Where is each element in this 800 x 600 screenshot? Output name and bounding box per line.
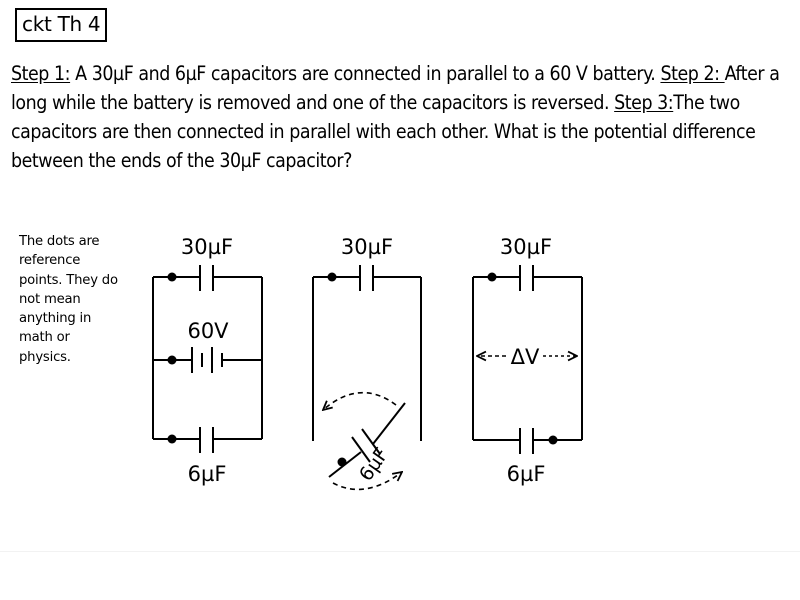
step3-top-capacitor-label: 30µF (500, 235, 552, 259)
reference-dot (327, 272, 337, 282)
reference-dot (167, 272, 177, 282)
reference-dot (548, 435, 558, 445)
capacitor-6uF-rotated (328, 402, 406, 478)
slide-title: ckt Th 4 (15, 8, 108, 42)
rotation-arrow-upper-icon (323, 391, 397, 410)
reference-dot (167, 434, 177, 444)
step1-battery-label: 60V (187, 319, 229, 343)
step2-top-capacitor-label: 30µF (341, 235, 393, 259)
step1-bottom-capacitor-label: 6µF (188, 462, 227, 486)
step3-bottom-capacitor-label: 6µF (507, 462, 546, 486)
step1-top-capacitor-label: 30µF (181, 235, 233, 259)
problem-statement: Step 1: A 30µF and 6µF capacitors are co… (11, 59, 796, 175)
step2-text: After a long while the battery is remove… (11, 62, 780, 114)
step3-label: Step 3: (614, 91, 674, 114)
step1-text: A 30µF and 6µF capacitors are connected … (70, 62, 661, 85)
capacitor-6uF-reversed (473, 428, 582, 454)
reference-dot (487, 272, 497, 282)
circuit-step1 (152, 265, 263, 453)
reference-dot (167, 355, 177, 365)
circuit-step3 (472, 265, 583, 454)
step3-delta-v-label: ΔV (511, 345, 540, 369)
step1-label: Step 1: (11, 62, 71, 85)
step2-label: Step 2: (660, 62, 725, 85)
reference-dots-note: The dots are reference points. They do n… (19, 234, 118, 365)
rotation-arrow-lower-icon (332, 472, 402, 491)
step3-text: The two capacitors are then connected in… (11, 91, 756, 172)
reference-dot (337, 457, 347, 467)
circuit-step2 (312, 265, 422, 491)
divider (0, 551, 800, 552)
